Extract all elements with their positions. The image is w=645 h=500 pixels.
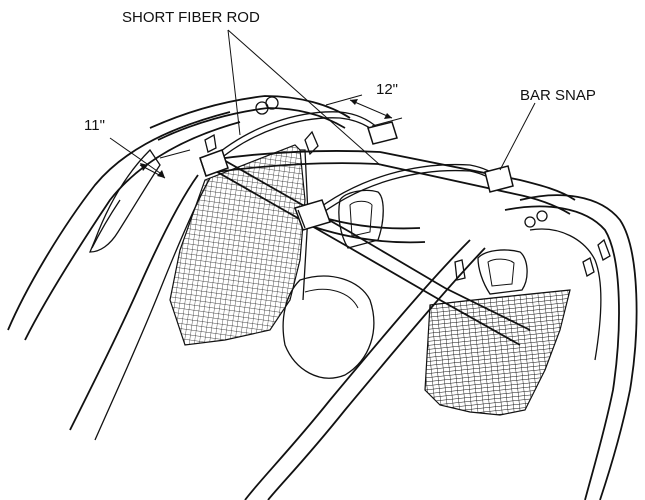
right-side-net	[424, 289, 571, 416]
annotations	[109, 29, 536, 179]
leader-line-fiber-rod-1	[227, 29, 241, 136]
left-side-net	[169, 144, 309, 346]
bar-snaps	[199, 121, 514, 231]
label-short-fiber-rod: SHORT FIBER ROD	[122, 9, 260, 26]
dimension-11in	[109, 137, 191, 179]
label-bar-snap: BAR SNAP	[520, 87, 596, 104]
strap-buckles	[204, 130, 611, 281]
label-dimension-11in: 11"	[84, 117, 105, 134]
right-frame	[244, 194, 638, 500]
leader-line-bar-snap	[499, 102, 536, 171]
leader-line-fiber-rod-2	[227, 29, 381, 166]
seats	[282, 189, 528, 379]
dimension-12in	[325, 94, 403, 127]
bar-snap-left	[199, 149, 229, 177]
bar-snap-right	[484, 165, 514, 193]
bar-snap-top	[367, 121, 398, 145]
label-dimension-12in: 12"	[376, 81, 398, 98]
bar-snap-center	[294, 199, 331, 231]
